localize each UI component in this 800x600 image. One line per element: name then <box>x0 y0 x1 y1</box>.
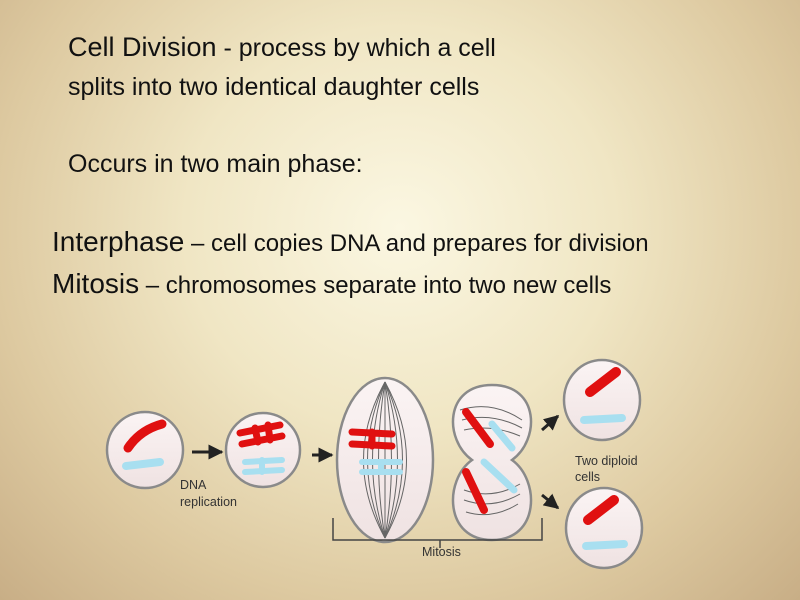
parent-cell <box>107 412 183 488</box>
daughter-cell-top <box>564 360 640 440</box>
arrow-icon <box>542 416 558 430</box>
dna-label: DNA <box>180 478 207 492</box>
replication-label: replication <box>180 495 237 509</box>
metaphase-cell <box>337 378 433 542</box>
mitosis-label: Mitosis <box>422 545 461 559</box>
dividing-cell <box>453 385 531 540</box>
two-diploid-label: Two diploid <box>575 454 638 468</box>
arrow-icon <box>542 495 558 508</box>
blue-chromosome <box>586 544 624 546</box>
cells-label: cells <box>575 470 600 484</box>
daughter-cell-bottom <box>566 488 642 568</box>
blue-chromosome <box>126 462 160 466</box>
replicated-cell <box>226 413 300 487</box>
blue-chromosome <box>584 418 622 420</box>
